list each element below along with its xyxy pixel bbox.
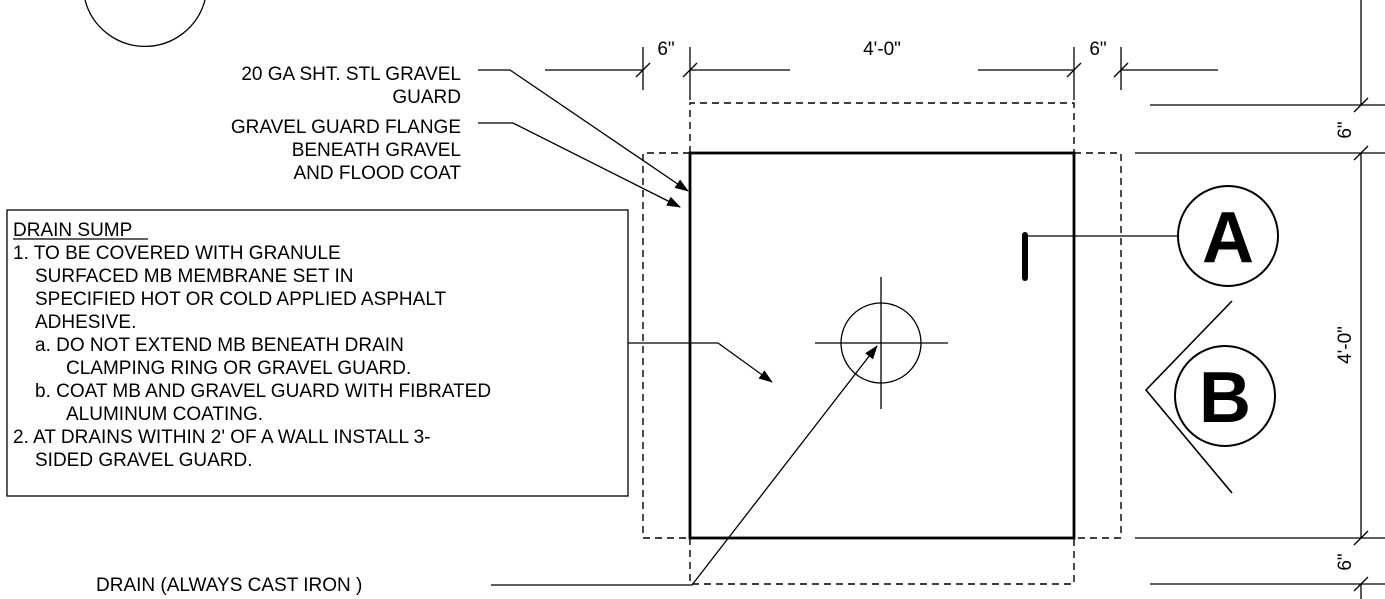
section-b-letter: B — [1199, 358, 1251, 438]
gravel-guard-outline-left — [642, 152, 690, 539]
flange-callout-line-2: BENEATH GRAVEL — [292, 140, 461, 161]
note-line-4: ADHESIVE. — [35, 312, 136, 333]
drain-callout: DRAIN (ALWAYS CAST IRON ) — [96, 575, 362, 596]
dim-top-tick-1 — [635, 62, 651, 78]
note-line-10: SIDED GRAVEL GUARD. — [35, 450, 253, 471]
gravel-guard-outline-top — [689, 102, 1075, 153]
detail-bubble-arc — [84, 0, 206, 47]
section-b-circle — [1174, 345, 1276, 447]
flange-callout-line-3: AND FLOOD COAT — [294, 163, 462, 184]
section-a-letter: A — [1202, 198, 1254, 278]
section-b-direction-triangle — [1144, 300, 1233, 494]
drain-sump-note-box — [6, 209, 629, 497]
dim-top-right-label: 6" — [1089, 39, 1106, 60]
gravel-guard-outline-right — [1074, 152, 1122, 539]
note-line-9: 2. AT DRAINS WITHIN 2' OF A WALL INSTALL… — [13, 427, 431, 448]
dim-right-tick-3 — [1353, 530, 1369, 546]
note-line-3: SPECIFIED HOT OR COLD APPLIED ASPHALT — [35, 289, 446, 310]
dim-top-tick-4 — [1113, 62, 1129, 78]
dim-right-tick-1 — [1353, 97, 1369, 113]
note-line-2: SURFACED MB MEMBRANE SET IN — [35, 266, 353, 287]
flange-callout-line-1: GRAVEL GUARD FLANGE — [231, 117, 461, 138]
dim-top-left-label: 6" — [657, 39, 674, 60]
note-line-6: CLAMPING RING OR GRAVEL GUARD. — [66, 358, 411, 379]
note-line-8: ALUMINUM COATING. — [66, 404, 263, 425]
drain-leader — [491, 345, 878, 586]
drain-sump-note-title: DRAIN SUMP — [13, 220, 132, 241]
dim-right-tick-4 — [1353, 576, 1369, 592]
dim-top-tick-2 — [682, 62, 698, 78]
note-line-1: 1. TO BE COVERED WITH GRANULE — [13, 243, 341, 264]
note-leader — [628, 342, 773, 383]
dim-top-tick-3 — [1066, 62, 1082, 78]
dim-right-center-label: 4'-0" — [1335, 326, 1356, 364]
gravel-guard-callout-line-2: GUARD — [392, 87, 461, 108]
dim-right-tick-2 — [1353, 145, 1369, 161]
dim-right-top-label: 6" — [1335, 121, 1356, 138]
gravel-guard-callout-line-1: 20 GA SHT. STL GRAVEL — [241, 64, 461, 85]
flange-leader — [478, 122, 681, 208]
gravel-guard-outline-bottom — [689, 538, 1075, 585]
section-a-circle — [1177, 185, 1279, 287]
note-line-7: b. COAT MB AND GRAVEL GUARD WITH FIBRATE… — [35, 381, 491, 402]
gravel-guard-leader — [478, 69, 689, 192]
dim-top-center-label: 4'-0" — [863, 39, 901, 60]
note-line-5: a. DO NOT EXTEND MB BENEATH DRAIN — [35, 335, 404, 356]
dim-right-bottom-label: 6" — [1335, 553, 1356, 570]
sump-outline — [688, 151, 1076, 540]
